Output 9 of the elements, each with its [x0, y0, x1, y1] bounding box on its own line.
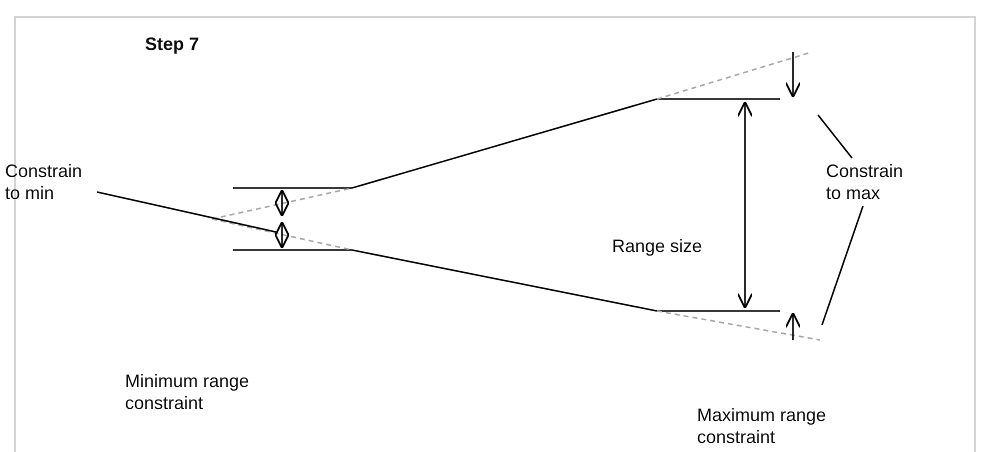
callout-text: Constrain to max: [826, 160, 916, 204]
callout-text: Minimum range constraint: [125, 370, 250, 414]
leader-line: [821, 206, 864, 326]
leader-line: [96, 191, 276, 233]
leader-line: [817, 114, 853, 158]
dimension-label: Range size: [612, 235, 704, 257]
callout-text: Maximum range constraint: [697, 404, 828, 448]
callout-text: Constrain to min: [5, 160, 95, 204]
title: Step 7: [145, 33, 200, 55]
